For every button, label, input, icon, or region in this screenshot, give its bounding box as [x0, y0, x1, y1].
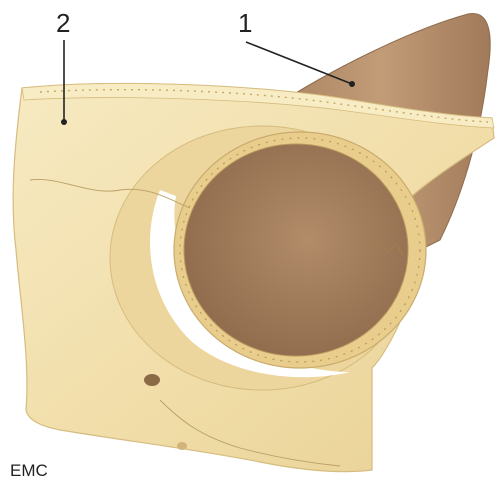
leader-dot-1 — [349, 81, 355, 87]
leader-dot-2 — [61, 119, 67, 125]
leader-line-1 — [246, 42, 352, 84]
label-2: 2 — [56, 8, 70, 38]
publisher-logo: EMC — [10, 461, 48, 480]
label-1: 1 — [238, 8, 252, 38]
foramen — [144, 374, 160, 386]
ring-opening — [184, 144, 408, 356]
foramen — [177, 442, 187, 450]
